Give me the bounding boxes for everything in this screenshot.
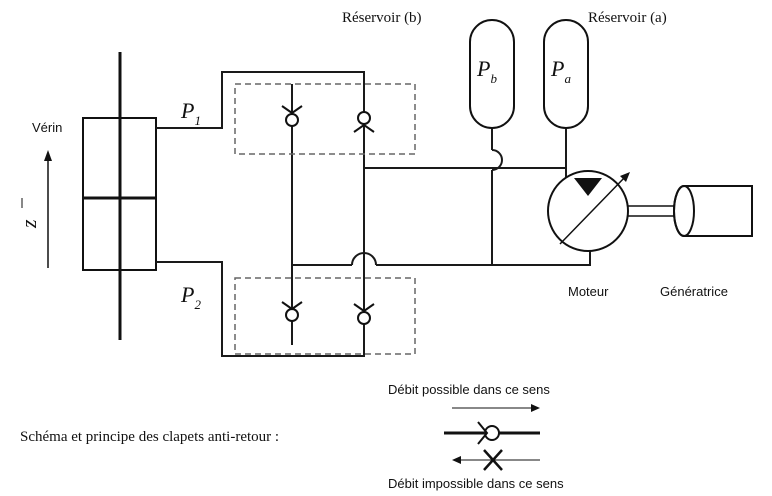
pa-label: Pa [550,56,571,86]
motor-triangle-icon [574,178,602,196]
z-axis-arrow [44,150,52,268]
motor-label: Moteur [568,284,609,299]
cylinder [82,52,157,340]
legend-check-valve-symbol [444,421,540,445]
motor-shaft [628,205,680,217]
legend-impossible-text: Débit impossible dans ce sens [388,476,564,491]
check-valve-box-top [234,83,416,155]
check-valve-bottom-left [281,301,303,322]
variable-displacement-arrow [559,175,627,245]
check-valve-top-right [353,111,375,133]
flow-impossible-arrow [452,456,540,464]
z-axis-label: z [16,219,41,229]
legend-possible-text: Débit possible dans ce sens [388,382,550,397]
reservoir-a-label: Réservoir (a) [588,10,667,26]
cylinder-label: Vérin [32,120,62,135]
reservoir-b-label: Réservoir (b) [342,10,422,26]
motor [547,170,630,252]
legend-title: Schéma et principe des clapets anti-reto… [20,429,279,445]
generator [673,185,753,237]
pb-label: Pb [476,56,497,86]
p2-label: P2 [180,282,201,312]
reservoir-b [469,19,515,129]
generator-label: Génératrice [660,284,728,299]
hydraulic-pipes [156,71,591,357]
blocked-cross-icon [483,449,503,471]
check-valve-box-bottom [234,277,416,355]
reservoir-a [543,19,589,129]
cylinder-body [82,117,157,271]
flow-possible-arrow [452,404,540,412]
check-valve-bottom-right [353,303,375,325]
p1-label: P1 [180,98,201,128]
check-valve-top-left [281,105,303,127]
